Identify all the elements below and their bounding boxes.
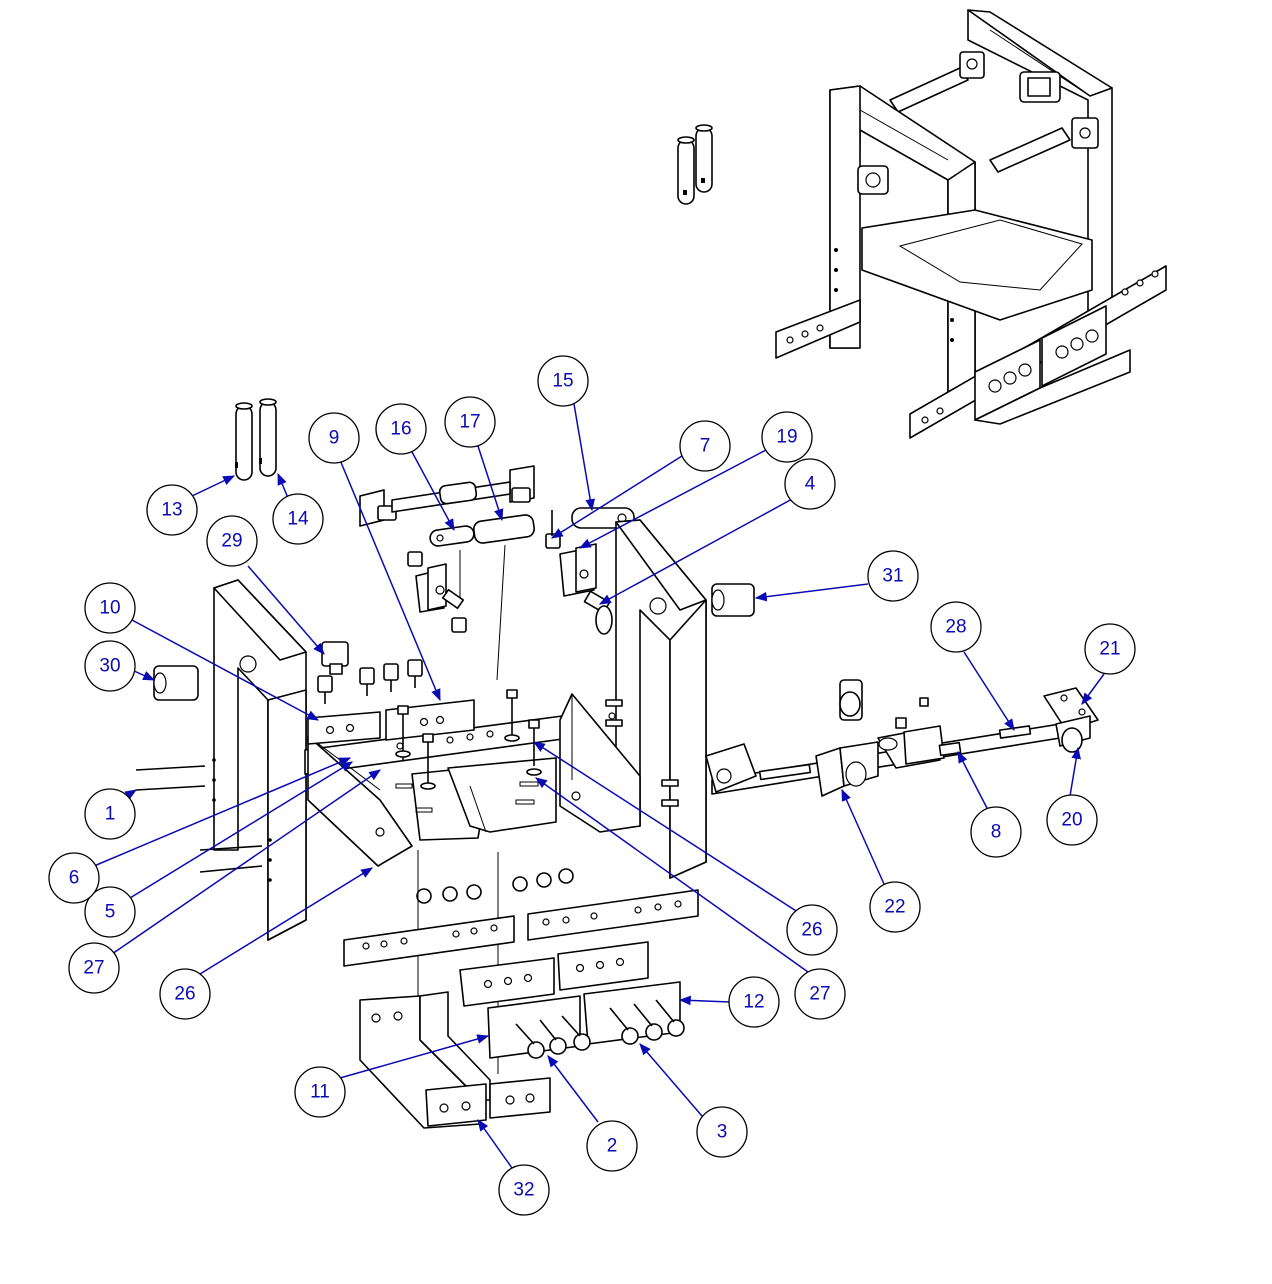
svg-text:8: 8 (991, 822, 1002, 843)
svg-text:3: 3 (717, 1122, 728, 1143)
callout-6: 6 (48, 852, 100, 904)
leader-16 (411, 451, 455, 532)
leader-19 (578, 449, 767, 549)
leader-22 (841, 788, 885, 885)
callout-17: 17 (444, 396, 496, 448)
svg-text:28: 28 (945, 617, 966, 638)
nuts-lower (416, 868, 574, 904)
callout-16: 16 (375, 403, 427, 455)
callout-bubbles: 1 2 3 4 5 6 7 8 9 10 11 12 13 14 15 16 1… (48, 355, 1136, 1216)
svg-text:27: 27 (83, 958, 104, 979)
svg-text:6: 6 (69, 868, 80, 889)
svg-text:16: 16 (390, 419, 411, 440)
svg-text:31: 31 (882, 566, 903, 587)
leader-13 (191, 475, 236, 497)
callout-8: 8 (970, 806, 1022, 858)
hex-bolts-row (317, 659, 423, 704)
callout-5: 5 (84, 886, 136, 938)
leader-32 (477, 1119, 513, 1169)
leader-10 (131, 619, 320, 721)
svg-text:14: 14 (287, 509, 309, 530)
callout-27-right: 27 (794, 968, 846, 1020)
callout-29: 29 (206, 515, 258, 567)
leader-9 (339, 459, 441, 702)
callout-22: 22 (869, 881, 921, 933)
leader-15 (573, 403, 595, 512)
svg-text:26: 26 (174, 984, 195, 1005)
loose-pins-pair (677, 124, 713, 205)
callout-15: 15 (537, 355, 589, 407)
svg-text:20: 20 (1061, 810, 1082, 831)
svg-text:32: 32 (513, 1180, 534, 1201)
leader-11 (339, 1034, 490, 1079)
svg-text:4: 4 (805, 474, 816, 495)
leader-5 (129, 761, 354, 899)
svg-text:30: 30 (99, 656, 120, 677)
callout-10: 10 (84, 582, 136, 634)
svg-text:21: 21 (1099, 639, 1120, 660)
svg-text:5: 5 (105, 902, 116, 923)
callout-26-left: 26 (159, 968, 211, 1020)
callout-26-right: 26 (786, 904, 838, 956)
svg-text:1: 1 (105, 804, 116, 825)
callout-13: 13 (146, 484, 198, 536)
svg-text:12: 12 (743, 992, 764, 1013)
callout-4: 4 (784, 458, 836, 510)
leader-29 (247, 565, 325, 655)
callout-3: 3 (696, 1106, 748, 1158)
callout-31: 31 (867, 550, 919, 602)
svg-text:9: 9 (329, 428, 340, 449)
callout-21: 21 (1084, 623, 1136, 675)
svg-text:13: 13 (161, 500, 182, 521)
svg-text:27: 27 (809, 984, 830, 1005)
leader-27-right (535, 777, 809, 973)
leader-8 (957, 750, 989, 811)
assembled-view (775, 9, 1167, 439)
callout-9: 9 (308, 412, 360, 464)
leader-26-right (532, 741, 805, 917)
svg-text:17: 17 (459, 412, 480, 433)
callout-28: 28 (930, 601, 982, 653)
svg-text:10: 10 (99, 598, 120, 619)
callout-27-left: 27 (68, 942, 120, 994)
callout-32: 32 (498, 1164, 550, 1216)
leader-17 (477, 445, 504, 522)
callout-20: 20 (1046, 794, 1098, 846)
callout-30: 30 (84, 640, 136, 692)
callout-14: 14 (272, 493, 324, 545)
svg-text:22: 22 (884, 897, 905, 918)
leader-6 (93, 757, 352, 867)
callout-7: 7 (679, 420, 731, 472)
exploded-view (135, 398, 1099, 1129)
left-frame-holes (212, 758, 272, 882)
svg-text:7: 7 (700, 436, 711, 457)
leader-31 (754, 583, 869, 602)
svg-text:2: 2 (607, 1136, 618, 1157)
leader-27-left (111, 769, 381, 955)
leader-30 (131, 669, 156, 681)
callout-2: 2 (586, 1120, 638, 1172)
callout-1: 1 (84, 788, 136, 840)
svg-text:26: 26 (801, 920, 822, 941)
leader-21 (1081, 673, 1105, 705)
bolts-2-3 (515, 999, 685, 1059)
svg-text:15: 15 (552, 371, 573, 392)
svg-text:19: 19 (776, 427, 797, 448)
svg-text:29: 29 (221, 531, 242, 552)
leader-3 (639, 1043, 703, 1117)
leader-28 (963, 651, 1015, 732)
callout-12: 12 (728, 976, 780, 1028)
leader-arrows (93, 403, 1105, 1169)
callout-19: 19 (761, 411, 813, 463)
leader-14 (277, 472, 289, 499)
leader-20 (1069, 746, 1081, 797)
leader-12 (678, 995, 731, 1006)
callout-11: 11 (294, 1066, 346, 1118)
leader-7 (550, 455, 683, 539)
svg-text:11: 11 (310, 1082, 330, 1103)
leader-4 (598, 497, 795, 605)
leader-2 (547, 1055, 599, 1123)
leader-26-left (199, 867, 374, 975)
